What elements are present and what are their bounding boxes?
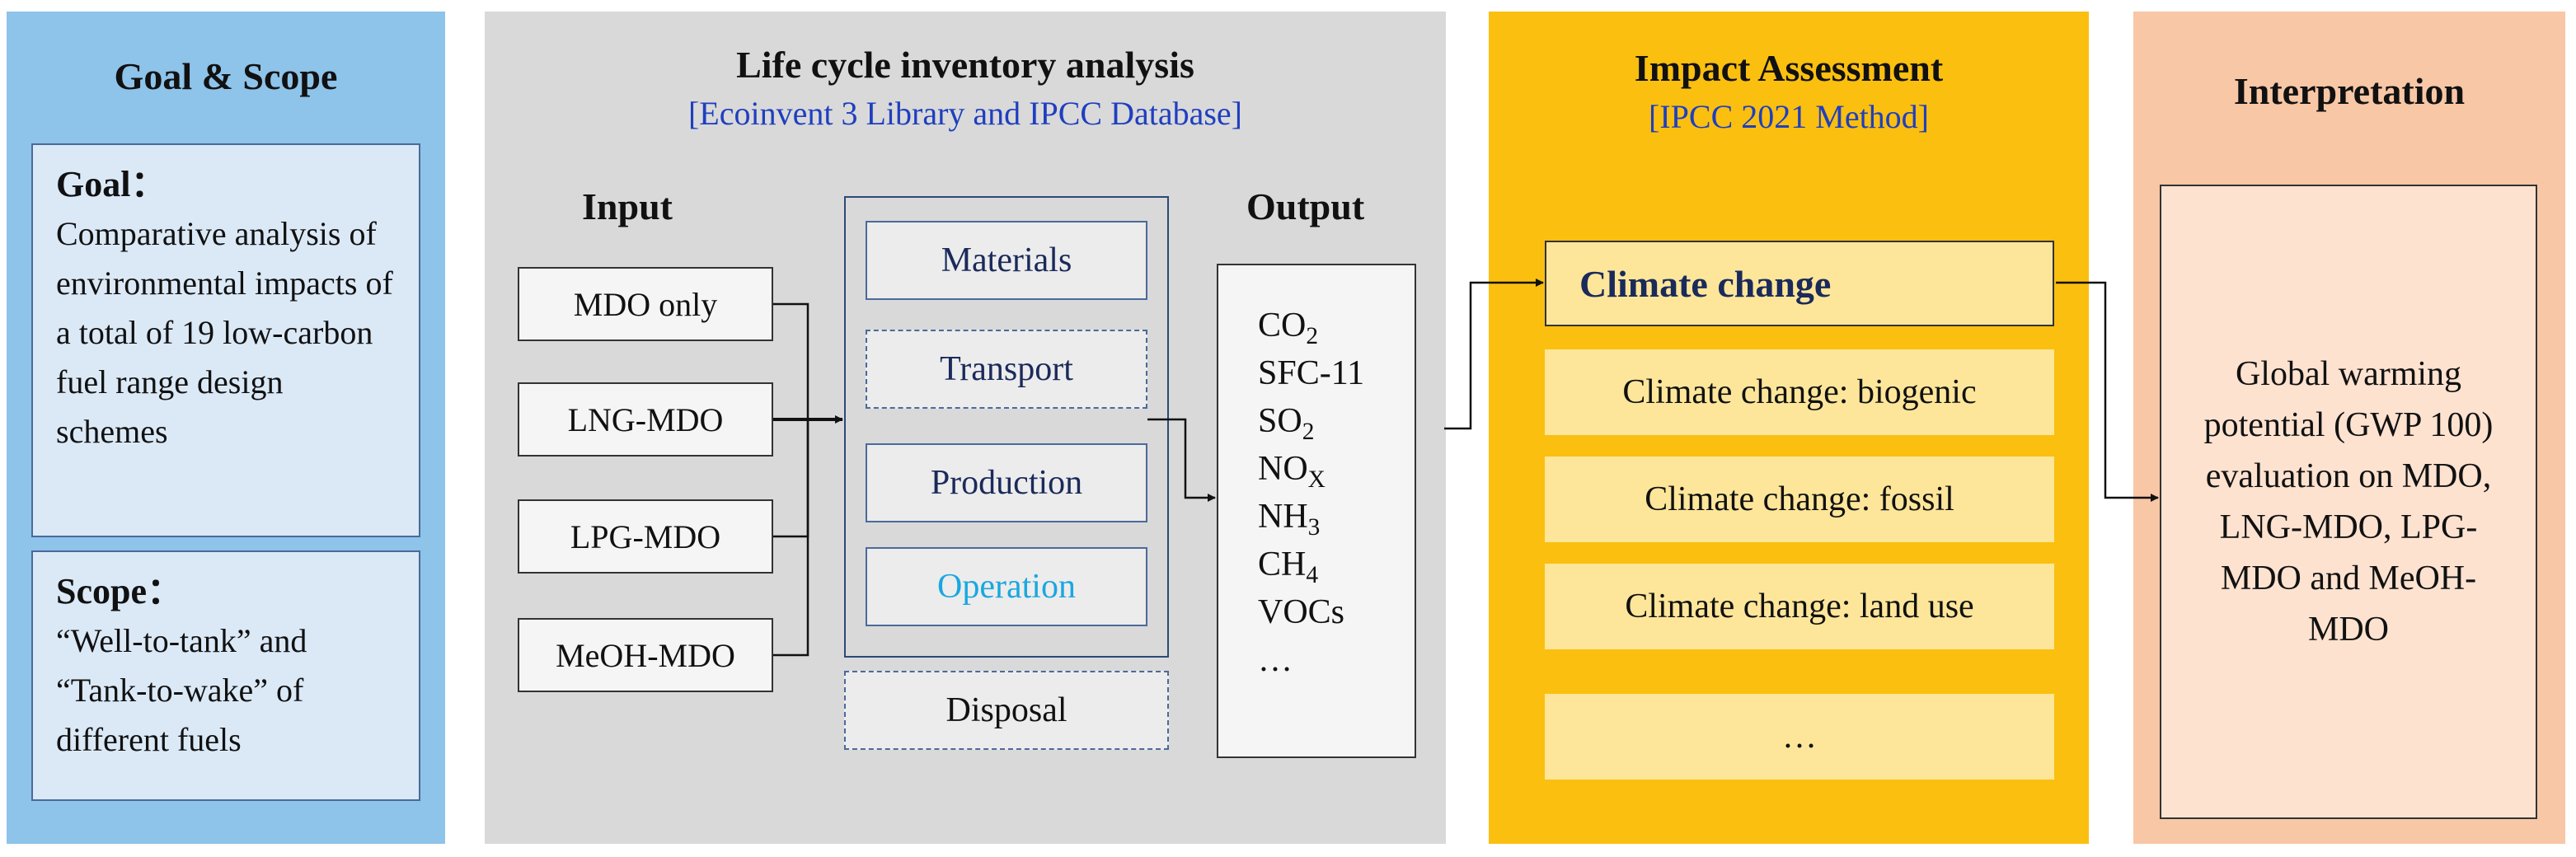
impact-panel: Impact Assessment [IPCC 2021 Method] Cli… <box>1489 12 2089 844</box>
interp-title: Interpretation <box>2233 70 2466 112</box>
stage-production: Production <box>866 443 1147 522</box>
impact-subtitle: [IPCC 2021 Method] <box>1649 98 1929 135</box>
output-vocs: VOCs <box>1258 593 1345 631</box>
stage-materials: Materials <box>866 221 1147 300</box>
impact-title: Impact Assessment <box>1634 47 1944 89</box>
impact-biogenic: Climate change: biogenic <box>1545 349 2054 435</box>
output-co2: CO2 <box>1258 307 1319 349</box>
outputs-box: CO2 SFC-11 SO2 NOX NH3 CH4 VOCs … <box>1217 264 1416 758</box>
impact-fossil: Climate change: fossil <box>1545 457 2054 542</box>
scope-heading: Scope： <box>56 571 183 611</box>
goal-scope-panel: Goal & Scope Goal： Comparative analysis … <box>7 12 445 844</box>
output-nh3: NH3 <box>1258 498 1321 541</box>
input-lng-mdo: LNG-MDO <box>518 382 773 457</box>
input-mdo-only: MDO only <box>518 267 773 341</box>
stage-operation: Operation <box>866 547 1147 626</box>
goal-box: Goal： Comparative analysis of environmen… <box>31 143 420 537</box>
goal-heading: Goal： <box>56 164 167 204</box>
impact-to-interp-arrow <box>2056 281 2159 502</box>
input-meoh-mdo: MeOH-MDO <box>518 618 773 692</box>
stage-transport: Transport <box>866 330 1147 409</box>
lci-title: Life cycle inventory analysis <box>736 44 1194 86</box>
input-connector-meoh <box>773 419 809 657</box>
output-label: Output <box>1246 185 1365 227</box>
impact-main-box: Climate change <box>1545 241 2054 326</box>
impact-land-use: Climate change: land use <box>1545 564 2054 649</box>
impact-main-label: Climate change <box>1579 262 1832 305</box>
output-so2: SO2 <box>1258 402 1315 445</box>
lci-subtitle: [Ecoinvent 3 Library and IPCC Database] <box>687 95 1242 132</box>
stages-group <box>844 196 1169 658</box>
input-connector-mdo <box>773 302 809 419</box>
input-lpg-mdo: LPG-MDO <box>518 499 773 574</box>
scope-text: “Well-to-tank” and “Tank-to-wake” of dif… <box>56 622 307 758</box>
interp-panel: Interpretation Global warming potential … <box>2133 12 2565 844</box>
lci-panel: Life cycle inventory analysis [Ecoinvent… <box>485 12 1446 844</box>
stages-to-output-arrow <box>1147 418 1216 502</box>
goal-text: Comparative analysis of environmental im… <box>56 215 393 450</box>
interp-text: Global warming potential (GWP 100) evalu… <box>2203 355 2494 649</box>
stage-disposal: Disposal <box>844 671 1169 750</box>
output-sfc11: SFC-11 <box>1258 354 1365 392</box>
input-connector-lpg <box>773 419 809 538</box>
goal-scope-title: Goal & Scope <box>114 55 338 97</box>
output-ellipsis: … <box>1258 641 1293 679</box>
input-label: Input <box>582 185 673 227</box>
scope-box: Scope： “Well-to-tank” and “Tank-to-wake”… <box>31 550 420 801</box>
output-ch4: CH4 <box>1258 546 1319 588</box>
impact-ellipsis: … <box>1545 694 2054 780</box>
output-nox: NOX <box>1258 450 1326 493</box>
output-to-impact-arrow <box>1444 279 1544 430</box>
interp-box: Global warming potential (GWP 100) evalu… <box>2160 185 2537 819</box>
